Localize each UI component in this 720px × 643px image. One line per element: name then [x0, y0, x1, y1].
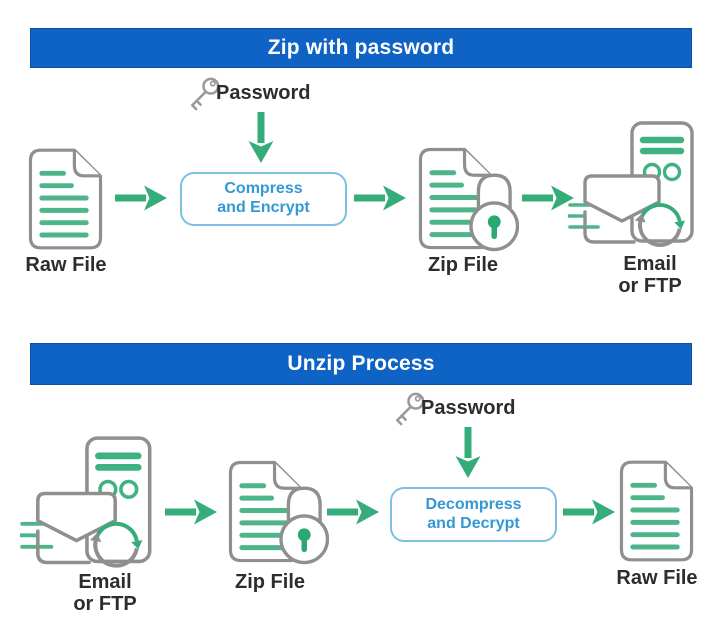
arrow-right-icon [113, 184, 167, 212]
email-server-sync-icon [20, 436, 156, 574]
email-server-sync-icon [568, 121, 698, 253]
email-or-ftp-label: Email or FTP [594, 253, 706, 297]
unzip-section-title-banner: Unzip Process [30, 343, 692, 385]
arrow-right-icon [520, 184, 574, 212]
email-or-ftp-line2: or FTP [73, 593, 137, 615]
unzip-section-title: Unzip Process [287, 352, 435, 375]
decompress-decrypt-box: Decompress and Decrypt [390, 487, 557, 542]
email-or-ftp-line2: or FTP [618, 275, 682, 297]
email-or-ftp-line1: Email [78, 571, 132, 593]
decompress-decrypt-line2: and Decrypt [427, 514, 520, 532]
raw-file-icon [28, 147, 103, 251]
raw-file-label: Raw File [616, 567, 698, 589]
email-or-ftp-line1: Email [623, 253, 677, 275]
compress-encrypt-line2: and Encrypt [217, 199, 310, 216]
zip-file-lock-icon [418, 147, 519, 252]
arrow-down-icon [247, 110, 275, 163]
arrow-right-icon [352, 184, 406, 212]
zip-file-label: Zip File [428, 254, 498, 276]
email-or-ftp-label: Email or FTP [49, 571, 161, 615]
arrow-right-icon [325, 498, 379, 526]
zip-section-title-banner: Zip with password [30, 28, 692, 68]
arrow-right-icon [561, 498, 615, 526]
compress-encrypt-box: Compress and Encrypt [180, 172, 347, 226]
arrow-down-icon [454, 425, 482, 478]
raw-file-icon [619, 459, 694, 563]
password-label: Password [216, 82, 311, 104]
zip-file-lock-icon [228, 460, 329, 565]
compress-encrypt-line1: Compress [224, 180, 303, 198]
raw-file-label: Raw File [25, 254, 107, 276]
zip-section-title: Zip with password [267, 36, 455, 59]
zip-file-label: Zip File [235, 571, 305, 593]
decompress-decrypt-line1: Decompress [425, 495, 522, 513]
password-label: Password [421, 397, 516, 419]
arrow-right-icon [163, 498, 217, 526]
